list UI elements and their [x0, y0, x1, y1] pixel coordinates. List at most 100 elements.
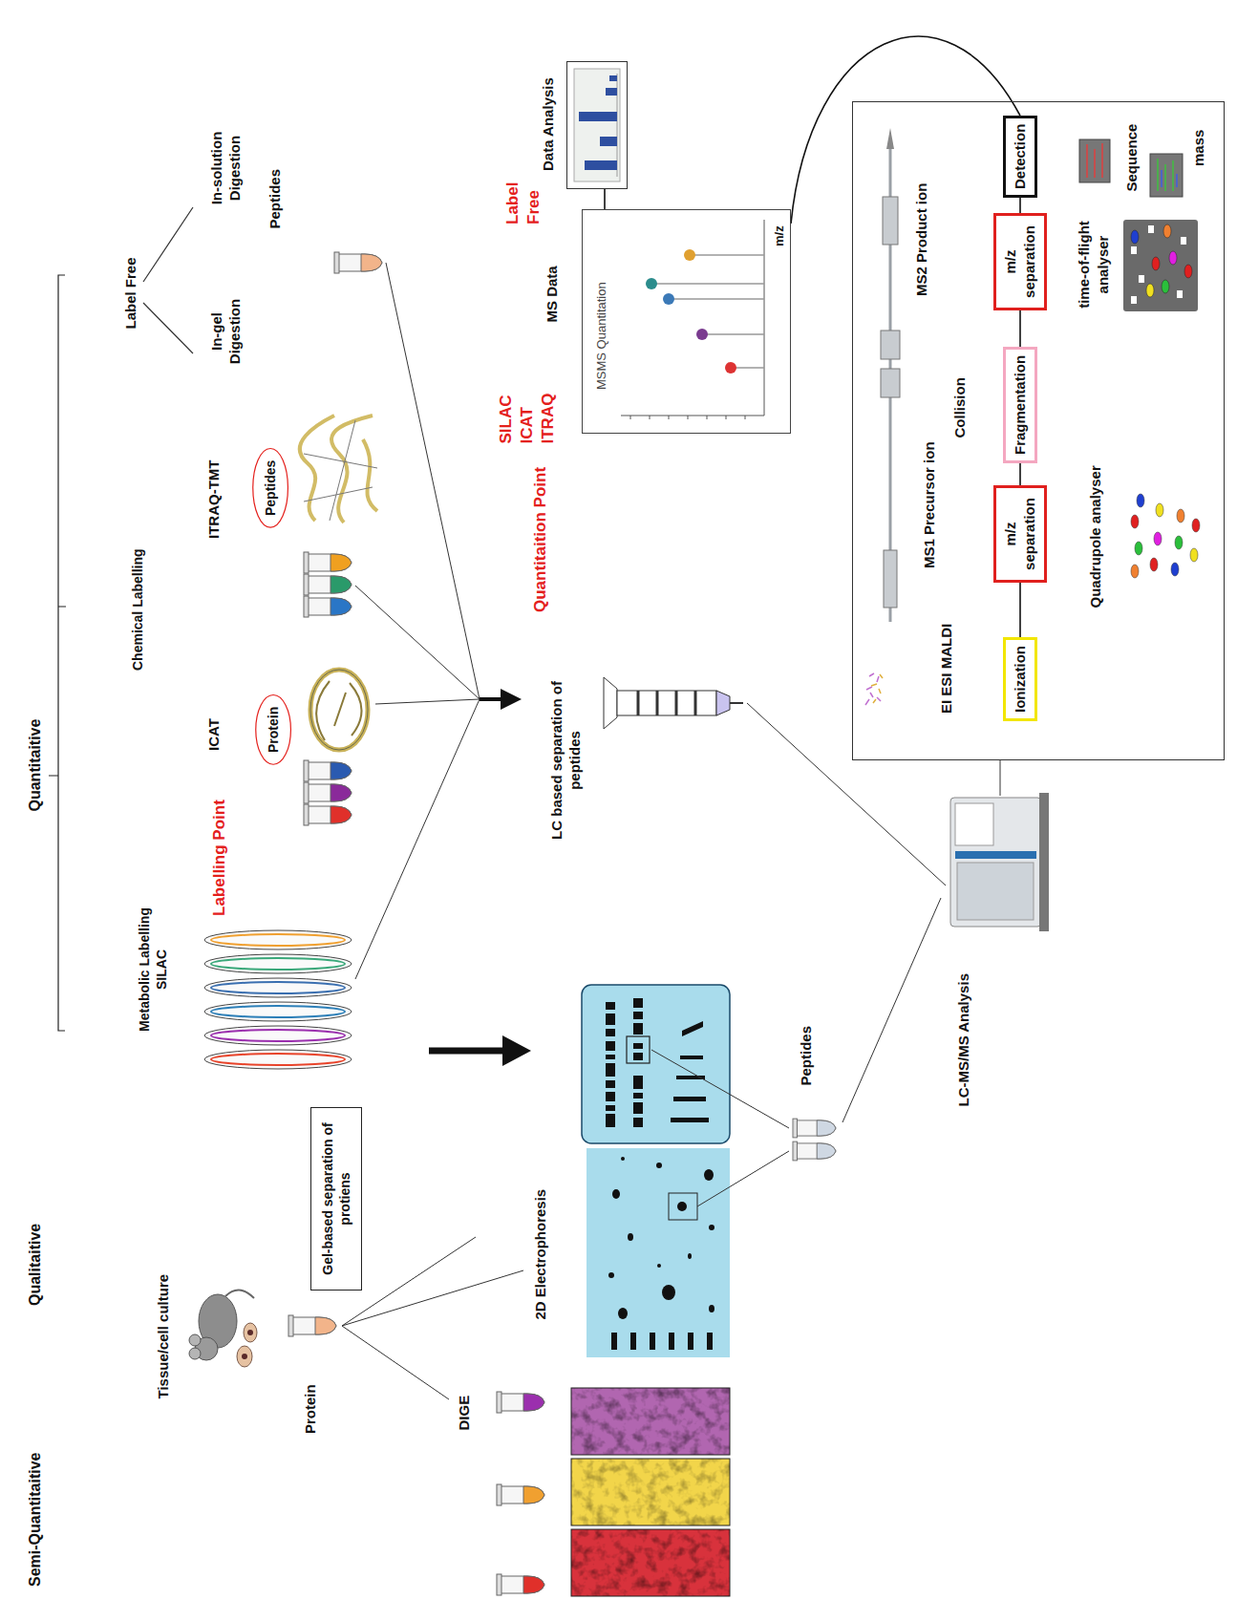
msms-plot-part [725, 362, 737, 374]
itraq-tubes [303, 552, 352, 618]
label-ellipse: Protein [255, 694, 292, 766]
icat-tubes-part-part [303, 782, 309, 804]
panel-box: MS DataMSMS Quantitationm/z [581, 209, 791, 434]
ms-panel-art-part-part [1148, 225, 1154, 234]
data-analysis-chart-part [578, 111, 618, 122]
ms-panel-art-part-part [1174, 535, 1183, 550]
itraq-tubes-part-part [330, 554, 352, 572]
icat-tubes-part-part [307, 784, 352, 802]
text-label: 2D Electrophoresis [531, 1189, 551, 1321]
panel-box: EI ESI MALDIMS1 Precursor ionCollisionMS… [852, 101, 1225, 761]
text-label: LC based separation of peptides [547, 669, 585, 852]
text-label: In-gel Digestion [207, 293, 245, 370]
ms-panel-art-part-part [1134, 541, 1143, 555]
2d-gel-part-part [708, 1304, 715, 1313]
sds-gel-part-part [633, 1102, 643, 1114]
peptide-tubes-part-part [816, 1120, 836, 1136]
ms-instrument-part [955, 803, 994, 846]
text-label: Quantitaitive [25, 719, 46, 812]
tube-to-ms-line [842, 897, 941, 1123]
node-text: MS1 Precursor ion [919, 441, 939, 569]
ms-panel-art-part-part [1163, 224, 1172, 238]
lc-column [603, 677, 744, 729]
ms-panel-art-part-part [1190, 548, 1198, 562]
2d-gel-part-part [611, 1332, 618, 1350]
node-text: MS Data [542, 265, 562, 322]
2d-gel-part-part [630, 1332, 637, 1350]
2d-gel-part-part [661, 1284, 676, 1301]
gel-to-peptide-lines [651, 1049, 790, 1207]
ms-instrument-part [957, 862, 1034, 920]
label-ellipse: Peptides [252, 447, 289, 529]
ms-panel-art-part-part [1130, 514, 1139, 529]
itraq-tubes-part [303, 596, 352, 618]
lc-column-part [603, 677, 618, 729]
ms-instrument-part [1039, 792, 1049, 932]
ms-panel-art-part [1079, 139, 1110, 183]
ms-panel-art-part [1087, 143, 1103, 178]
ms-panel-art-part-part [1130, 230, 1139, 244]
text-label: SILAC ICAT ITRAQ [495, 393, 559, 445]
sds-gel-part-part [605, 1028, 616, 1037]
silac-dishes-part [211, 1005, 345, 1018]
protein-lines-part [341, 1237, 524, 1400]
ms-panel-art-part [1130, 493, 1200, 578]
msms-plot-part [630, 415, 746, 420]
sds-gel-part [605, 998, 709, 1128]
sds-gel-part-part [605, 1054, 616, 1060]
silac-dishes-part [211, 981, 345, 994]
ms-panel-art-part-part [1169, 251, 1177, 265]
text-label: ICAT [204, 718, 224, 751]
ms-panel-art-part-part [1146, 283, 1154, 298]
ms-panel-art-part-part [1153, 532, 1162, 546]
sds-gel-part-part [605, 1113, 616, 1128]
ms-panel-art-part [1130, 225, 1187, 304]
mouse-cells-icon-part [236, 1345, 253, 1367]
mouse-cells-icon-part [189, 1347, 201, 1360]
itraq-tubes-part-part [330, 575, 352, 594]
mouse-cells-icon-part [247, 1329, 254, 1336]
2d-gel-part-part [657, 1263, 662, 1268]
tube-to-ms-line-part [842, 897, 941, 1123]
protein-tube-part [315, 1317, 337, 1335]
silac-dishes-part [211, 1029, 345, 1042]
icat-tubes [303, 760, 352, 826]
converging-lines-part [500, 688, 522, 710]
lc-to-ms-line-part [746, 703, 946, 886]
icat-tubes-part-part [303, 760, 309, 782]
dige-tubes-part-part [523, 1486, 545, 1504]
ms-panel-art-part [1157, 158, 1174, 192]
text-label: Label Free [502, 182, 545, 225]
ms-panel-art-part-part [1150, 557, 1158, 572]
protein-tube [288, 1315, 337, 1337]
connector [1019, 197, 1022, 214]
sds-gel-part-part [605, 1105, 616, 1111]
dige-tubes-part-part [523, 1576, 545, 1594]
text-label: Labelling Point [209, 799, 231, 917]
node-text: Protein [264, 706, 282, 753]
2d-gel-part-part [618, 1307, 628, 1320]
itraq-tubes-part-part [330, 597, 352, 616]
dige-gels-part [571, 1529, 730, 1597]
dige-gels-part [571, 1387, 730, 1455]
dige-tubes-part-part [523, 1393, 545, 1411]
msms-plot-part [645, 277, 658, 290]
msms-plot-part [662, 293, 675, 305]
ms-instrument [950, 792, 1049, 932]
dige-tubes [496, 1391, 545, 1596]
2d-gel-part-part [706, 1332, 713, 1350]
lc-column-part [716, 690, 730, 716]
mouse-cells-icon-part [225, 1289, 255, 1299]
ms-panel-art-part-part [1155, 503, 1164, 517]
ms-panel-art-part-part [1184, 264, 1193, 278]
gel-arrow-part [428, 1047, 507, 1055]
node-text: Data Analysis [538, 77, 558, 171]
sds-gel-part-part [605, 1002, 616, 1010]
mouse-cells-icon-part [189, 1334, 201, 1346]
text-label: Peptides [265, 169, 285, 230]
dige-tubes-part-part [496, 1484, 502, 1506]
label-free-tube-part [361, 254, 383, 272]
2d-gel-part-part [687, 1253, 692, 1259]
dige-tubes-part [496, 1391, 545, 1413]
